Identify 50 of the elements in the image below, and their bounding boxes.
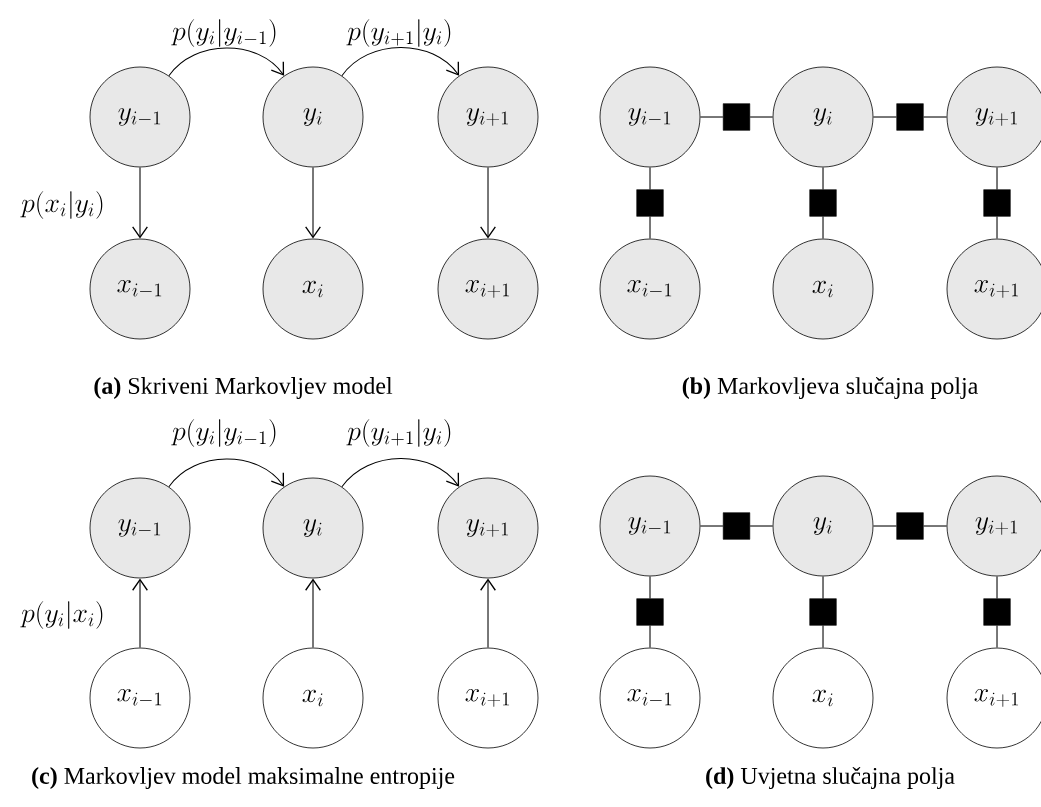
factor-square (896, 512, 924, 540)
arrow (132, 578, 148, 649)
factor-square (636, 598, 664, 626)
arrow (168, 458, 285, 488)
arrow (305, 166, 321, 239)
edge-label: $p(y_{i+1}|y_i)$ (346, 419, 451, 447)
connector-line (749, 525, 774, 527)
connector-line (649, 166, 651, 190)
arrow (480, 166, 496, 239)
connector-line (649, 216, 651, 240)
connector-line (749, 116, 774, 118)
connector-line (872, 116, 897, 118)
connector-line (996, 216, 998, 240)
factor-square (636, 189, 664, 217)
edge-label: $p(x_i|y_i)$ (20, 191, 103, 219)
edge-label: $p(y_i|x_i)$ (20, 601, 103, 629)
arrow (341, 46, 460, 77)
arrow (341, 457, 460, 488)
connector-line (699, 525, 724, 527)
connector-line (822, 575, 824, 599)
arrow (305, 578, 321, 649)
connector-line (699, 116, 724, 118)
connector-line (872, 525, 897, 527)
factor-square (722, 512, 751, 540)
connector-line (996, 166, 998, 190)
edge-label: $p(y_i|y_{i-1})$ (171, 19, 276, 47)
connector-line (822, 625, 824, 649)
arrow (168, 47, 285, 77)
connector-line (822, 216, 824, 240)
factor-square (983, 189, 1011, 217)
panel-caption: (d) Uvjetna slučajna polja (706, 767, 955, 789)
factor-square (896, 103, 924, 131)
connector-line (923, 116, 948, 118)
factor-square (983, 598, 1011, 626)
edge-label: $p(y_{i+1}|y_i)$ (346, 19, 451, 47)
connector-line (923, 525, 948, 527)
panel-caption: (c) Markovljev model maksimalne entropije (32, 767, 455, 789)
connector-line (649, 575, 651, 599)
connector-line (822, 166, 824, 190)
arrow (132, 166, 148, 239)
factor-square (722, 103, 751, 131)
connector-line (996, 625, 998, 649)
connector-line (996, 575, 998, 599)
edge-label: $p(y_i|y_{i-1})$ (171, 419, 276, 447)
connector-line (649, 625, 651, 649)
panel-caption: (b) Markovljeva slučajna polja (682, 377, 978, 399)
arrow (480, 578, 496, 649)
factor-square (809, 598, 837, 626)
panel-caption: (a) Skriveni Markovljev model (94, 377, 393, 399)
factor-square (809, 189, 837, 217)
